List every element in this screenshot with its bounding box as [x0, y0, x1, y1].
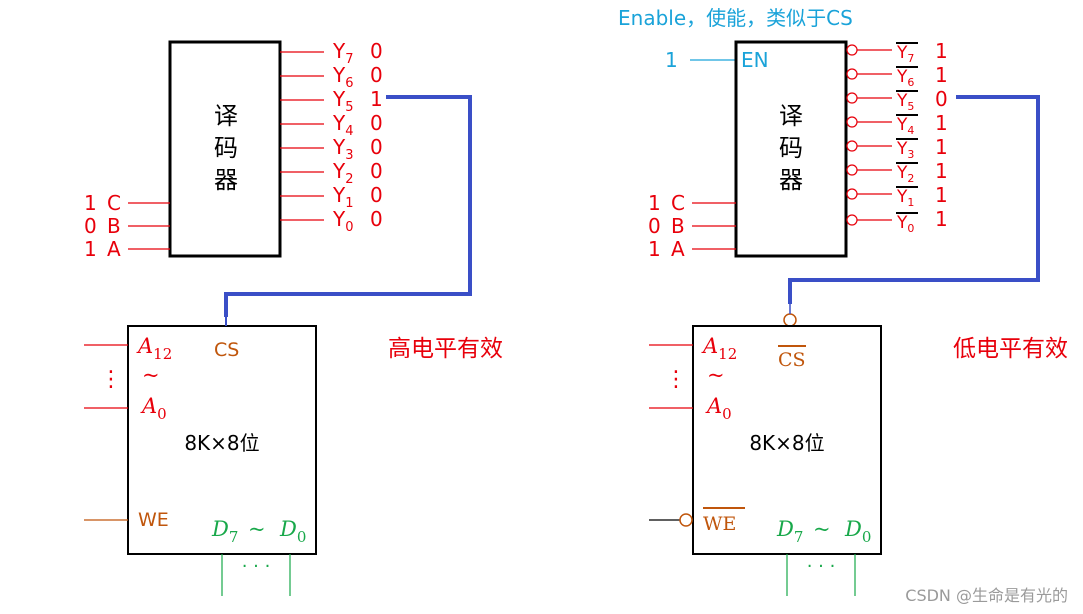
right-address-lines: [649, 344, 693, 409]
right-decoder-char-1: 译: [779, 102, 803, 130]
right-decoder-char-2: 码: [779, 134, 803, 162]
right-addr-tilde: ~: [707, 363, 725, 387]
left-output-y7-value: 0: [370, 39, 383, 63]
watermark: CSDN @生命是有光的: [905, 586, 1068, 605]
right-input-c-name: C: [671, 191, 685, 215]
left-output-y1-value: 0: [370, 183, 383, 207]
right-input-b-name: B: [671, 214, 685, 238]
right-output-y4-value: 1: [935, 111, 948, 135]
left-decoder-char-1: 译: [214, 102, 238, 130]
right-we-bubble: [679, 513, 693, 527]
right-cs-label: CS: [778, 349, 806, 371]
enable-value: 1: [665, 48, 678, 72]
right-output-y5-value: 0: [935, 87, 948, 111]
right-data-d7: D7: [776, 517, 803, 546]
left-input-a-name: A: [107, 237, 121, 261]
right-output-y2-value: 1: [935, 159, 948, 183]
left-cs-label: CS: [214, 339, 239, 361]
right-data-dots: · · ·: [807, 556, 836, 577]
left-output-y3: Y3: [332, 135, 354, 163]
left-input-b-name: B: [107, 214, 121, 238]
right-decoder-box: [734, 40, 848, 258]
left-output-y0-value: 0: [370, 207, 383, 231]
right-output-y0: Y0: [896, 213, 914, 235]
left-output-y3-value: 0: [370, 135, 383, 159]
left-data-tilde: ~: [248, 517, 266, 541]
right-output-y6: Y6: [896, 67, 914, 89]
left-output-y2: Y2: [332, 159, 354, 187]
left-output-y2-value: 0: [370, 159, 383, 183]
left-caption: 高电平有效: [388, 336, 503, 362]
right-output-y5: Y5: [896, 91, 914, 113]
right-output-y2: Y2: [896, 163, 914, 185]
left-addr-a12: A12: [136, 334, 172, 363]
right-data-lines: [786, 554, 856, 596]
right-address-vdots: ⋮: [665, 367, 687, 392]
left-input-c-value: 1: [84, 191, 97, 215]
right-input-a-name: A: [671, 237, 685, 261]
left-decoder-box: [168, 40, 282, 258]
left-data-d0: D0: [279, 517, 306, 546]
left-data-lines: [221, 554, 291, 596]
left-decoder-char-3: 器: [214, 166, 238, 194]
right-data-d0: D0: [844, 517, 871, 546]
right-caption: 低电平有效: [953, 336, 1068, 362]
left-decoder-section: 译 码 器 1 C 0 B 1 A: [84, 39, 503, 596]
left-addr-a0: A0: [140, 394, 167, 423]
right-addr-a0: A0: [705, 394, 732, 423]
left-output-y7: Y7: [332, 39, 354, 67]
left-select-wire: [224, 95, 472, 317]
right-output-y7: Y7: [896, 43, 914, 65]
right-decoder-char-3: 器: [779, 166, 803, 194]
right-output-y0-value: 1: [935, 207, 948, 231]
right-cs-bubble: [783, 313, 797, 327]
left-output-y6-value: 0: [370, 63, 383, 87]
right-output-y4: Y4: [896, 115, 914, 137]
left-output-y0: Y0: [332, 207, 354, 235]
left-address-lines: [84, 344, 128, 409]
left-output-y5: Y5: [332, 87, 354, 115]
left-we-label: WE: [138, 509, 169, 531]
right-output-y3: Y3: [896, 139, 914, 161]
left-data-d7: D7: [211, 517, 238, 546]
left-capacity-label: 8K×8位: [184, 431, 259, 455]
left-output-y5-value: 1: [370, 87, 383, 111]
enable-label: EN: [741, 48, 769, 72]
right-input-b-value: 0: [648, 214, 661, 238]
right-output-y1-value: 1: [935, 183, 948, 207]
left-decoder-char-2: 码: [214, 134, 238, 162]
right-output-y3-value: 1: [935, 135, 948, 159]
enable-note: Enable，使能，类似于CS: [618, 6, 853, 30]
right-output-bubbles: [846, 44, 892, 226]
right-output-y1: Y1: [896, 187, 914, 209]
left-input-a-value: 1: [84, 237, 97, 261]
left-address-vdots: ⋮: [100, 367, 122, 392]
right-capacity-label: 8K×8位: [749, 431, 824, 455]
right-data-tilde: ~: [813, 517, 831, 541]
left-output-y4-value: 0: [370, 111, 383, 135]
left-input-c-name: C: [107, 191, 121, 215]
left-output-lines: [280, 51, 324, 221]
right-output-overbars: [896, 42, 918, 214]
left-output-y4: Y4: [332, 111, 354, 139]
left-addr-tilde: ~: [142, 363, 160, 387]
right-input-a-value: 1: [648, 237, 661, 261]
right-we-label: WE: [703, 513, 736, 535]
right-select-wire: [788, 95, 1040, 304]
left-output-y1: Y1: [332, 183, 354, 211]
left-output-y6: Y6: [332, 63, 354, 91]
left-data-dots: · · ·: [242, 556, 271, 577]
left-input-b-value: 0: [84, 214, 97, 238]
left-input-lines: [128, 202, 170, 250]
right-addr-a12: A12: [701, 334, 737, 363]
right-decoder-section: Enable，使能，类似于CS 1 EN 译 码 器 1 C 0 B 1 A: [618, 6, 1068, 596]
right-output-y6-value: 1: [935, 63, 948, 87]
right-output-y7-value: 1: [935, 39, 948, 63]
right-input-lines: [692, 202, 736, 250]
right-input-c-value: 1: [648, 191, 661, 215]
